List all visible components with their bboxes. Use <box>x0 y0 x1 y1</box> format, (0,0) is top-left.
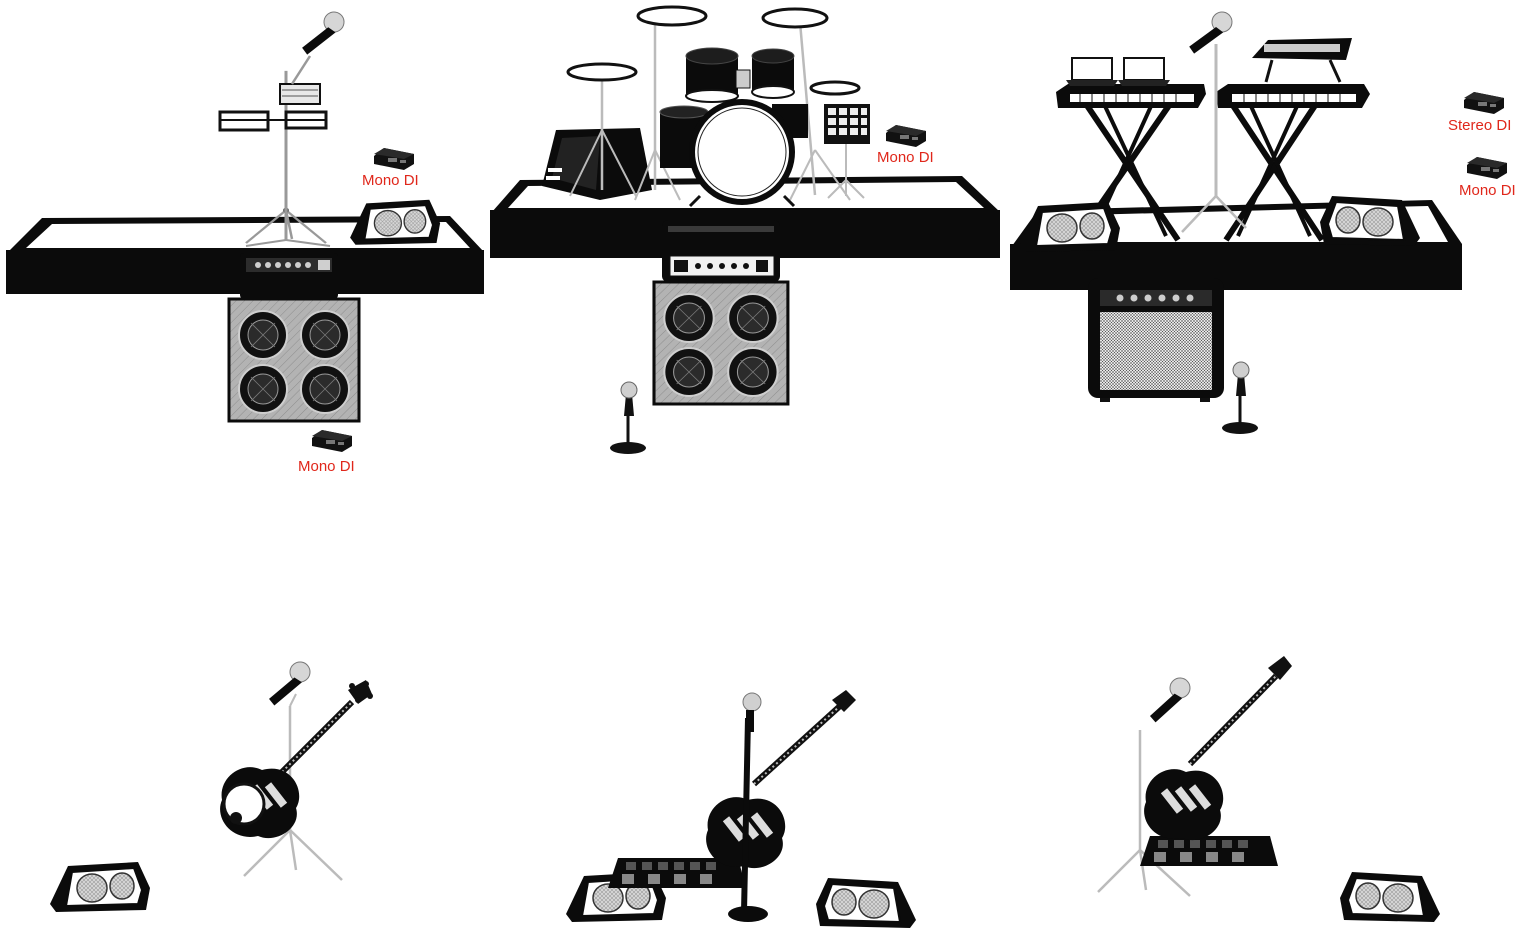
speaker-cabinet-icon <box>229 299 359 421</box>
di-label-left-riser: Mono DI <box>362 172 419 189</box>
di-box-icon <box>312 430 352 452</box>
di-label-left-floor: Mono DI <box>298 458 355 475</box>
mic-stand-icon <box>610 382 646 454</box>
laptop-icon <box>1066 58 1170 86</box>
boom-mic-stand-icon <box>292 8 345 84</box>
di-box-icon <box>1467 157 1507 179</box>
electric-guitar-icon <box>706 690 856 868</box>
boom-mic-stand-icon <box>1182 7 1246 232</box>
amp-head-icon <box>662 220 780 282</box>
synth-icon <box>1252 38 1352 82</box>
combo-amp-icon <box>1088 278 1224 402</box>
floor-monitor-icon <box>1020 202 1120 252</box>
bass-guitar-icon <box>220 680 373 838</box>
di-box-icon <box>886 125 926 147</box>
floor-monitor-icon <box>350 200 440 245</box>
keyboard-icon <box>1056 84 1370 108</box>
speaker-cabinet-icon <box>654 282 788 404</box>
floor-monitor-icon <box>816 878 916 928</box>
di-label-keys-stereo: Stereo DI <box>1448 117 1511 134</box>
di-box-icon <box>1464 92 1504 114</box>
floor-monitor-icon <box>50 862 150 912</box>
pedalboard-icon <box>1140 836 1278 866</box>
di-label-drums: Mono DI <box>877 149 934 166</box>
di-label-keys-mono: Mono DI <box>1459 182 1516 199</box>
mic-stand-icon <box>1222 362 1258 434</box>
amp-head-icon <box>240 253 338 299</box>
di-box-icon <box>374 148 414 170</box>
electric-guitar-icon <box>1144 656 1292 840</box>
floor-monitor-icon <box>1340 872 1440 922</box>
